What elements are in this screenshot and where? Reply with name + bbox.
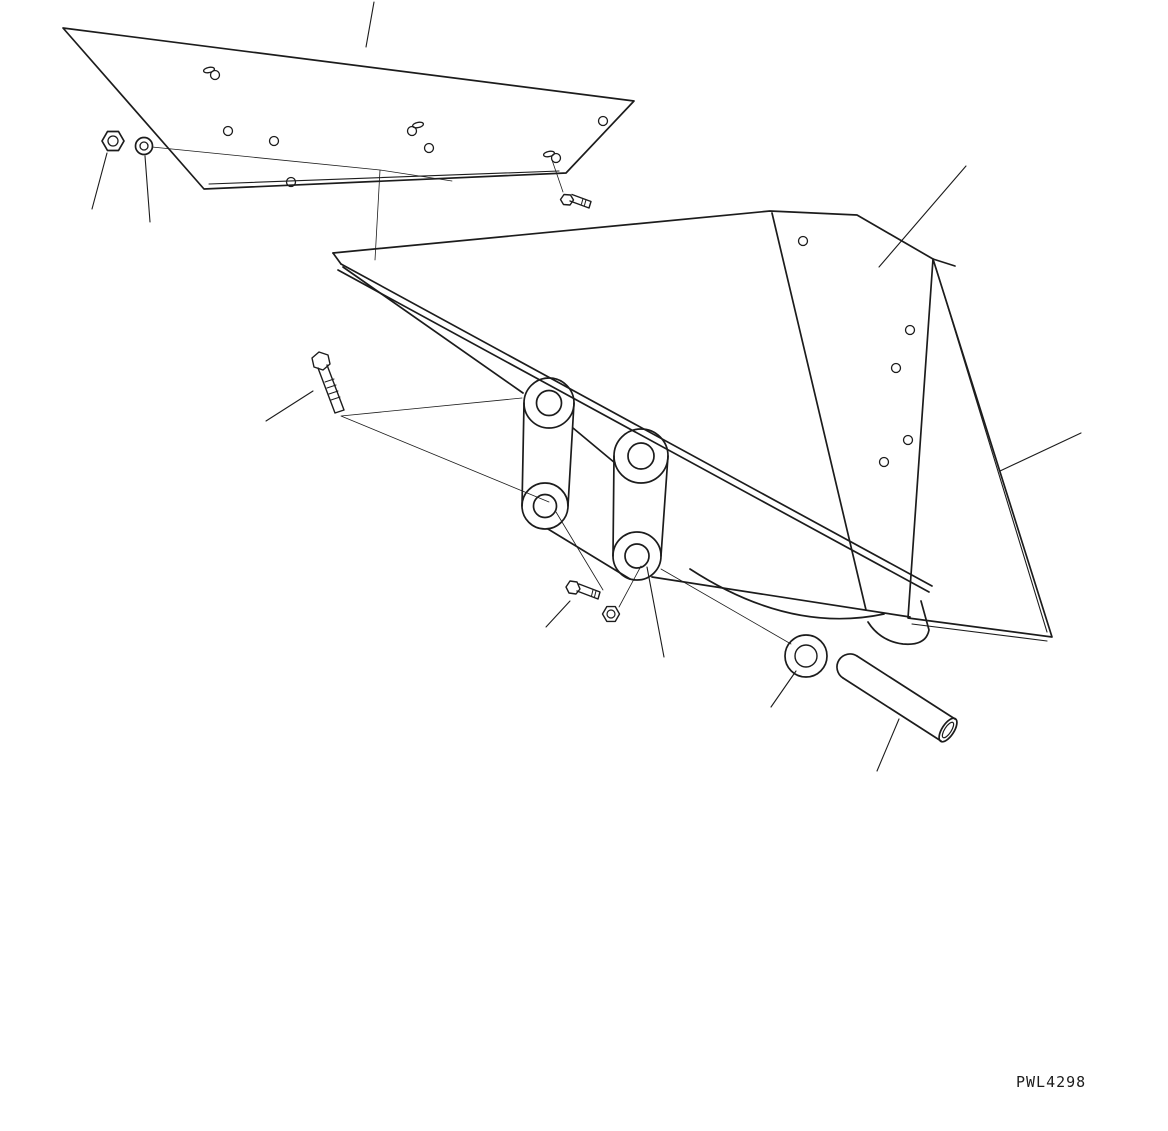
leader-hex-nut <box>91 152 108 210</box>
drawing-code: PWL4298 <box>1016 1073 1087 1091</box>
leader-lines <box>91 1 1082 772</box>
leader-rear-lug <box>646 566 665 658</box>
boss-bore <box>532 493 558 519</box>
bracket-tip <box>332 252 342 265</box>
bracket-front-edge <box>340 263 933 587</box>
boss-bore <box>535 389 563 417</box>
bracket-inner-curve <box>689 568 885 620</box>
cover-plate <box>62 27 635 190</box>
pivot-pin <box>836 653 958 743</box>
pin-end-face <box>938 717 958 743</box>
boss-outer <box>521 482 569 530</box>
side-plate-outline <box>907 258 1053 638</box>
cover-plate-outline <box>62 27 635 190</box>
leader-small-bolt <box>545 600 571 628</box>
bracket-top-edges <box>332 210 934 260</box>
boss-bore <box>624 543 650 569</box>
projection-lines <box>151 146 792 645</box>
rear-lug <box>612 428 669 581</box>
bracket-web-edge <box>342 266 524 394</box>
leader-side-plate <box>999 432 1082 472</box>
cover-plate-bolt-holes <box>202 66 609 188</box>
leader-bushing <box>770 670 797 708</box>
side-plate-top-tab <box>932 258 956 267</box>
lug-connector <box>572 427 616 464</box>
flat-washer <box>134 136 154 156</box>
bushing-washer <box>784 634 828 678</box>
leader-pin <box>876 718 900 772</box>
front-lug <box>521 377 575 530</box>
bracket-lower-edge <box>547 528 911 618</box>
cover-plate-thickness-edge <box>208 170 560 185</box>
boss-bore <box>627 442 655 470</box>
flange-bolt-holes <box>797 235 916 468</box>
side-plate-inner-edge <box>935 267 1048 633</box>
pin-left-cap <box>836 653 858 679</box>
pin-end-chamfer <box>941 721 955 739</box>
leader-flat-washer <box>144 155 151 223</box>
leader-bracket <box>878 165 967 268</box>
mounting-bracket <box>332 210 934 646</box>
bracket-rear-flange-edge <box>771 212 867 611</box>
short-bolt-upper <box>559 193 592 209</box>
side-plate-thickness-edge <box>911 623 1048 642</box>
side-plate <box>907 258 1053 642</box>
hex-nut <box>101 130 125 152</box>
long-bolt <box>311 351 345 414</box>
lock-nut <box>601 605 621 623</box>
boss-outer <box>613 428 669 484</box>
small-bolt-lower <box>565 580 601 600</box>
leader-long-bolt <box>265 390 314 422</box>
bracket-foot <box>867 600 930 646</box>
leader-cover-plate <box>365 1 375 48</box>
bracket-front-edge-inner <box>337 269 930 593</box>
